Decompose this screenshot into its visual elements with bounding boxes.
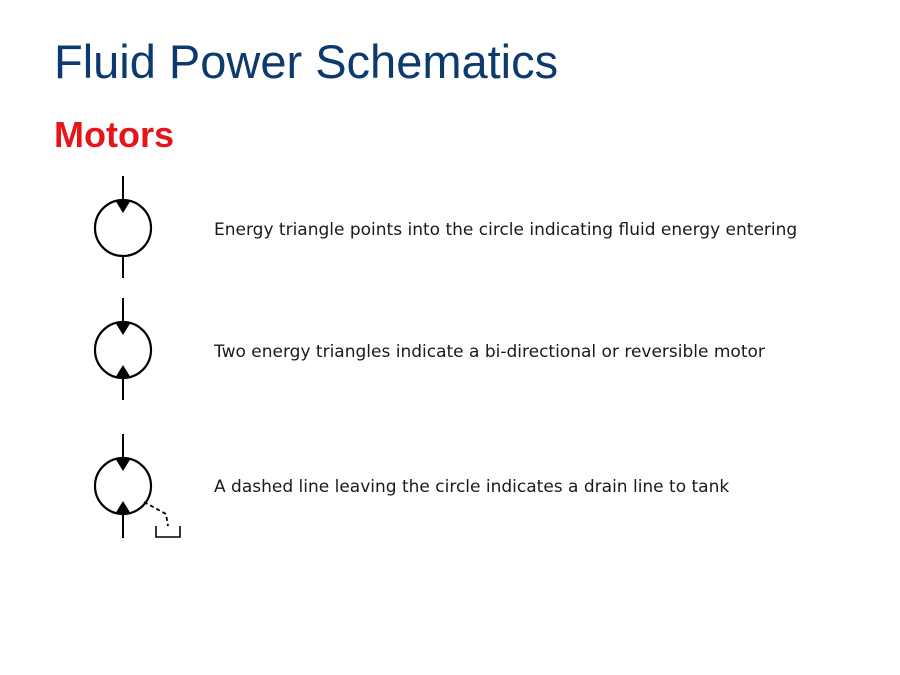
symbol-row-unidirectional: Energy triangle points into the circle i… <box>0 172 900 282</box>
symbol-row-bidirectional: Two energy triangles indicate a bi-direc… <box>0 296 900 406</box>
slide-title: Fluid Power Schematics <box>54 35 559 88</box>
symbol-row-drain: A dashed line leaving the circle indicat… <box>0 430 900 550</box>
symbol-caption: A dashed line leaving the circle indicat… <box>214 477 730 497</box>
motor-bidirectional-drain-icon <box>82 430 192 550</box>
symbol-caption: Energy triangle points into the circle i… <box>214 220 798 240</box>
symbol-caption: Two energy triangles indicate a bi-direc… <box>214 342 765 362</box>
slide-subtitle: Motors <box>54 114 174 155</box>
motor-unidirectional-icon <box>82 172 192 282</box>
motor-bidirectional-icon <box>82 296 192 406</box>
